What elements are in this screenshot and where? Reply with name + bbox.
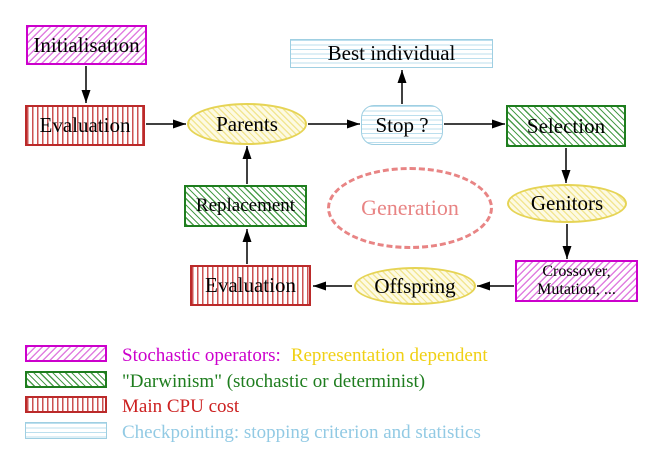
node-evaluation-top: Evaluation: [25, 105, 145, 146]
legend-label-cpu-cost: Main CPU cost: [122, 396, 240, 417]
crossover-line2: Mutation, ...: [537, 281, 616, 298]
node-selection: Selection: [506, 105, 626, 147]
legend-stochastic-text: Stochastic operators:: [122, 345, 281, 366]
legend-swatch-stochastic-operators: [25, 345, 107, 362]
node-crossover-mutation: Crossover, Mutation, ...: [515, 260, 638, 302]
node-genitors: Genitors: [507, 184, 627, 223]
node-offspring: Offspring: [354, 267, 476, 305]
legend-label-stochastic-operators: Stochastic operators: Representation depe…: [122, 345, 488, 367]
legend-representation-dependent-text: Representation dependent: [290, 345, 488, 366]
node-parents: Parents: [187, 103, 307, 145]
legend-label-darwinism: "Darwinism" (stochastic or determinist): [122, 371, 426, 392]
legend-swatch-darwinism: [25, 371, 107, 388]
node-stop: Stop ?: [361, 105, 443, 145]
crossover-line1: Crossover,: [542, 262, 611, 280]
node-replacement: Replacement: [184, 185, 307, 227]
node-best-individual: Best individual: [290, 39, 493, 68]
legend-swatch-cpu-cost: [25, 396, 107, 413]
node-initialisation: Initialisation: [26, 25, 147, 65]
legend-swatch-checkpointing: [25, 422, 107, 439]
node-evaluation-bottom: Evaluation: [190, 265, 311, 306]
legend-label-checkpointing: Checkpointing: stopping criterion and st…: [122, 422, 481, 443]
node-generation-dashed-ellipse: Generation: [327, 167, 493, 249]
